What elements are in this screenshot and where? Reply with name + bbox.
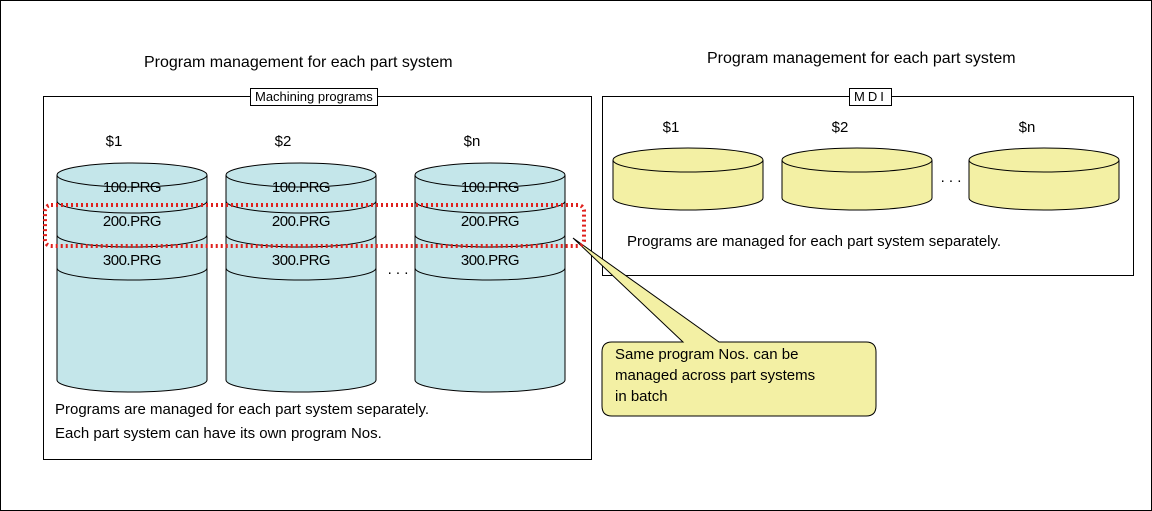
- right-note: Programs are managed for each part syste…: [627, 233, 1002, 250]
- cylinder-body: [56, 175, 208, 393]
- file-band-separator: [56, 267, 208, 281]
- file-label: 100.PRG: [272, 179, 330, 196]
- cylinder-body: [781, 160, 933, 211]
- cylinder-top: [612, 147, 764, 173]
- file-band-separator: [414, 267, 566, 281]
- left-system-label-1: $1: [106, 133, 123, 150]
- file-label: 300.PRG: [461, 252, 519, 269]
- file-band-separator: [225, 200, 377, 214]
- callout-line3: in batch: [615, 388, 668, 405]
- cylinder-top: [968, 147, 1120, 173]
- left-cylinder-3: 100.PRG 200.PRG 300.PRG: [414, 162, 566, 393]
- file-band-separator: [414, 234, 566, 248]
- right-ellipsis: . . .: [941, 169, 962, 186]
- machining-programs-label: Machining programs: [250, 88, 378, 106]
- callout-line2: managed across part systems: [615, 367, 816, 384]
- mdi-label: MDI: [849, 88, 892, 106]
- file-label: 100.PRG: [103, 179, 161, 196]
- cylinder-body: [225, 175, 377, 393]
- file-band-separator: [56, 200, 208, 214]
- cylinder-body: [612, 160, 764, 211]
- right-system-label-2: $2: [832, 119, 849, 136]
- file-label: 300.PRG: [272, 252, 330, 269]
- file-band-separator: [225, 267, 377, 281]
- left-cylinder-2: 100.PRG 200.PRG 300.PRG: [225, 162, 377, 393]
- file-label: 200.PRG: [103, 213, 161, 230]
- cylinder-top: [225, 162, 377, 188]
- file-label: 100.PRG: [461, 179, 519, 196]
- cylinder-top: [414, 162, 566, 188]
- file-label: 200.PRG: [272, 213, 330, 230]
- cylinder-top: [781, 147, 933, 173]
- right-panel-title: Program management for each part system: [707, 50, 1016, 67]
- cylinder-body: [968, 160, 1120, 211]
- left-note-line2: Each part system can have its own progra…: [55, 425, 382, 442]
- left-cylinder-1: 100.PRG 200.PRG 300.PRG: [56, 162, 208, 393]
- left-system-label-3: $n: [464, 133, 481, 150]
- right-cylinder-1: [612, 147, 764, 211]
- left-ellipsis: . . .: [388, 261, 409, 278]
- file-label: 200.PRG: [461, 213, 519, 230]
- file-label: 300.PRG: [103, 252, 161, 269]
- right-cylinder-2: [781, 147, 933, 211]
- right-system-label-1: $1: [663, 119, 680, 136]
- left-note-line1: Programs are managed for each part syste…: [55, 401, 430, 418]
- callout-bubble: [572, 237, 877, 417]
- right-system-label-3: $n: [1019, 119, 1036, 136]
- batch-highlight-outline: [43, 203, 586, 248]
- left-system-label-2: $2: [275, 133, 292, 150]
- callout-line1: Same program Nos. can be: [615, 346, 799, 363]
- cylinder-top: [56, 162, 208, 188]
- right-cylinder-3: [968, 147, 1120, 211]
- left-panel-title: Program management for each part system: [144, 54, 453, 71]
- cylinder-body: [414, 175, 566, 393]
